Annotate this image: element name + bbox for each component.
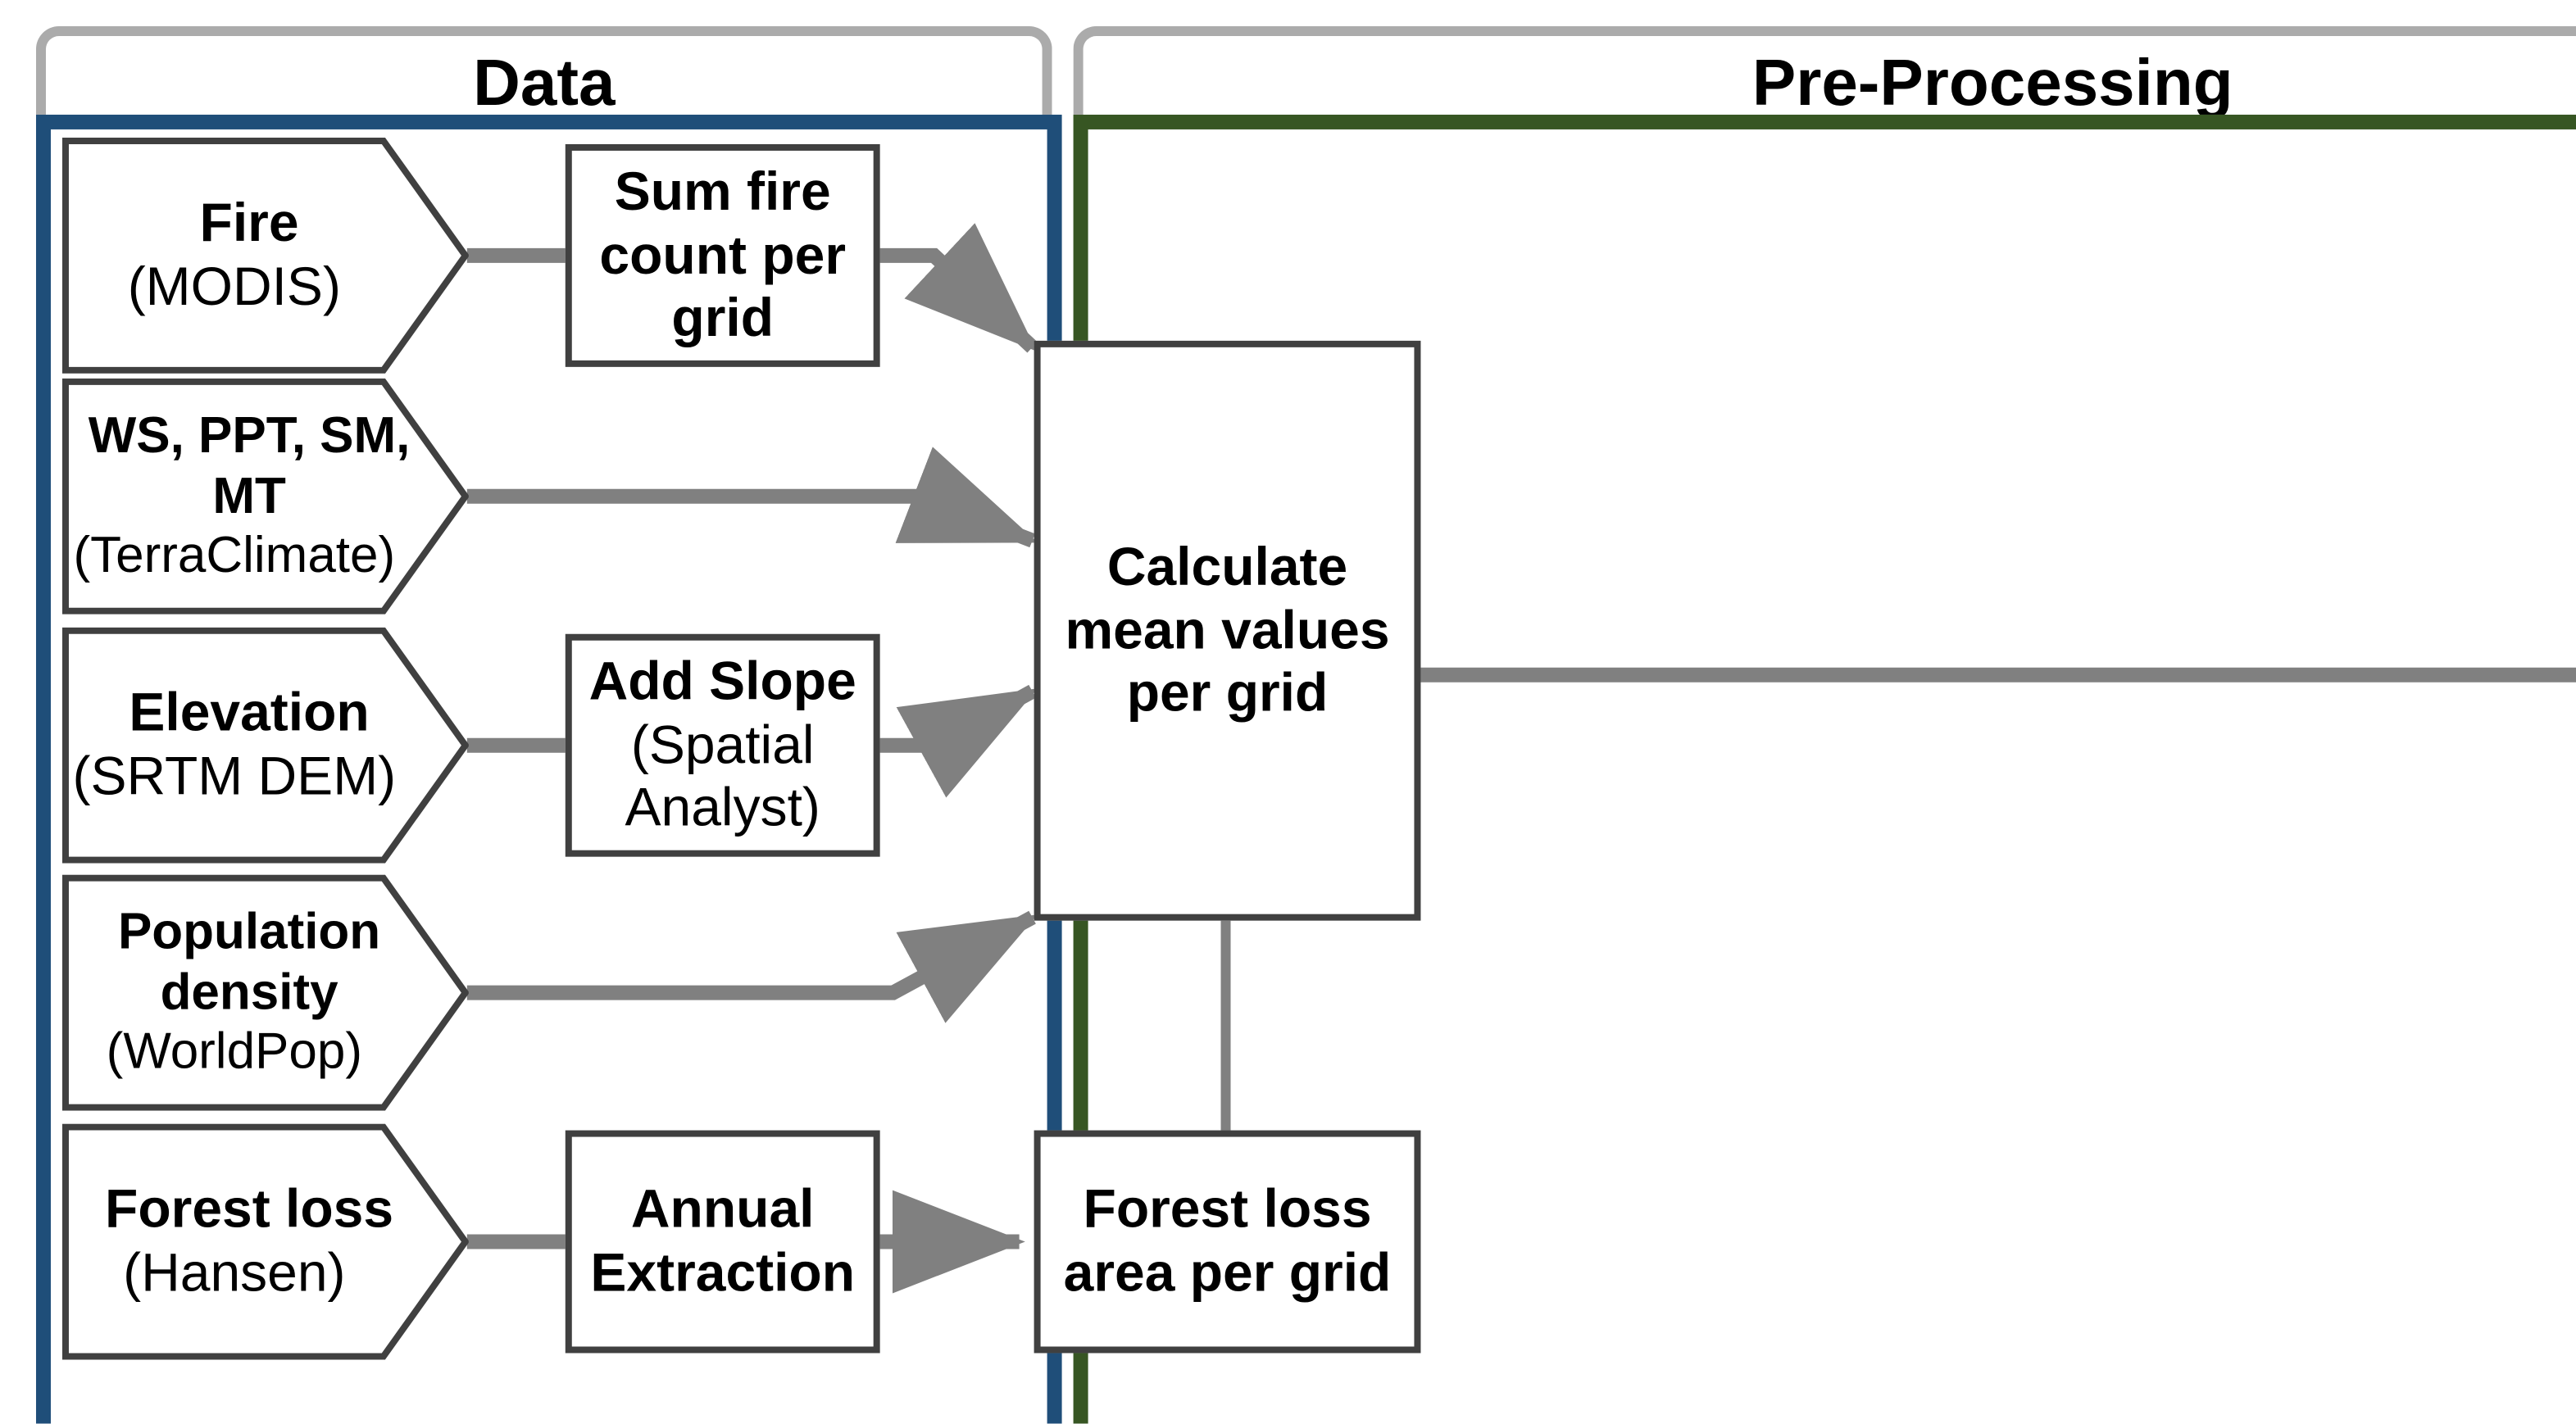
column-header-preprocessing: Pre-Processing	[1073, 25, 2576, 131]
node-sum-fire-count[interactable]: Sum fire count per grid	[565, 143, 880, 367]
data-node-forestloss-source: (Hansen)	[123, 1241, 346, 1303]
node-add-slope-title: Add Slope	[588, 650, 856, 711]
pentagon-shape-forestloss	[61, 1123, 470, 1360]
node-calculate-mean-label: Calculate mean values per grid	[1065, 535, 1390, 723]
pentagon-shape-climate	[61, 378, 470, 614]
data-node-elevation-text: Elevation (SRTM DEM)	[62, 628, 469, 864]
node-add-slope-source: (Spatial Analyst)	[625, 714, 820, 838]
data-node-climate[interactable]: WS, PPT, SM, MT (TerraClimate)	[61, 378, 470, 614]
data-node-population-text: Population density (WorldPop)	[62, 875, 469, 1111]
data-node-elevation-name: Elevation	[129, 681, 370, 742]
data-node-population-source: (WorldPop)	[106, 1023, 362, 1081]
data-node-climate-source: (TerraClimate)	[73, 526, 396, 584]
pentagon-shape-elevation	[61, 627, 470, 864]
connector-climate-to-mean	[466, 447, 1038, 548]
data-node-fire-text: Fire (MODIS)	[62, 138, 469, 374]
node-add-slope[interactable]: Add Slope (Spatial Analyst)	[565, 633, 880, 857]
data-node-population[interactable]: Population density (WorldPop)	[61, 874, 470, 1111]
node-forest-loss-area-label: Forest loss area per grid	[1063, 1178, 1392, 1303]
data-node-climate-name: WS, PPT, SM, MT	[88, 406, 411, 524]
data-node-climate-text: WS, PPT, SM, MT (TerraClimate)	[62, 379, 469, 614]
pentagon-shape-fire	[61, 137, 470, 374]
column-header-preprocessing-label: Pre-Processing	[1751, 46, 2233, 119]
data-node-forestloss[interactable]: Forest loss (Hansen)	[61, 1123, 470, 1360]
data-node-fire-name: Fire	[199, 192, 299, 253]
data-node-forestloss-text: Forest loss (Hansen)	[62, 1124, 469, 1360]
node-sum-fire-count-label: Sum fire count per grid	[599, 161, 847, 348]
connector-slope-to-mean	[878, 684, 1038, 798]
column-header-data: Data	[35, 25, 1052, 131]
data-node-elevation[interactable]: Elevation (SRTM DEM)	[61, 627, 470, 864]
data-node-fire-source: (MODIS)	[127, 255, 341, 316]
data-node-fire[interactable]: Fire (MODIS)	[61, 137, 470, 374]
data-node-forestloss-name: Forest loss	[105, 1177, 394, 1239]
connector-population-to-mean	[466, 910, 1038, 1023]
data-node-elevation-source: (SRTM DEM)	[72, 745, 397, 806]
pentagon-shape-population	[61, 874, 470, 1111]
column-header-data-label: Data	[473, 46, 616, 119]
node-forest-loss-area[interactable]: Forest loss area per grid	[1034, 1130, 1421, 1354]
node-calculate-mean[interactable]: Calculate mean values per grid	[1034, 340, 1421, 921]
data-node-population-name: Population density	[117, 902, 381, 1021]
node-annual-extraction-label: Annual Extraction	[590, 1178, 856, 1303]
node-annual-extraction[interactable]: Annual Extraction	[565, 1130, 880, 1354]
connector-sum-to-mean	[878, 223, 1038, 353]
